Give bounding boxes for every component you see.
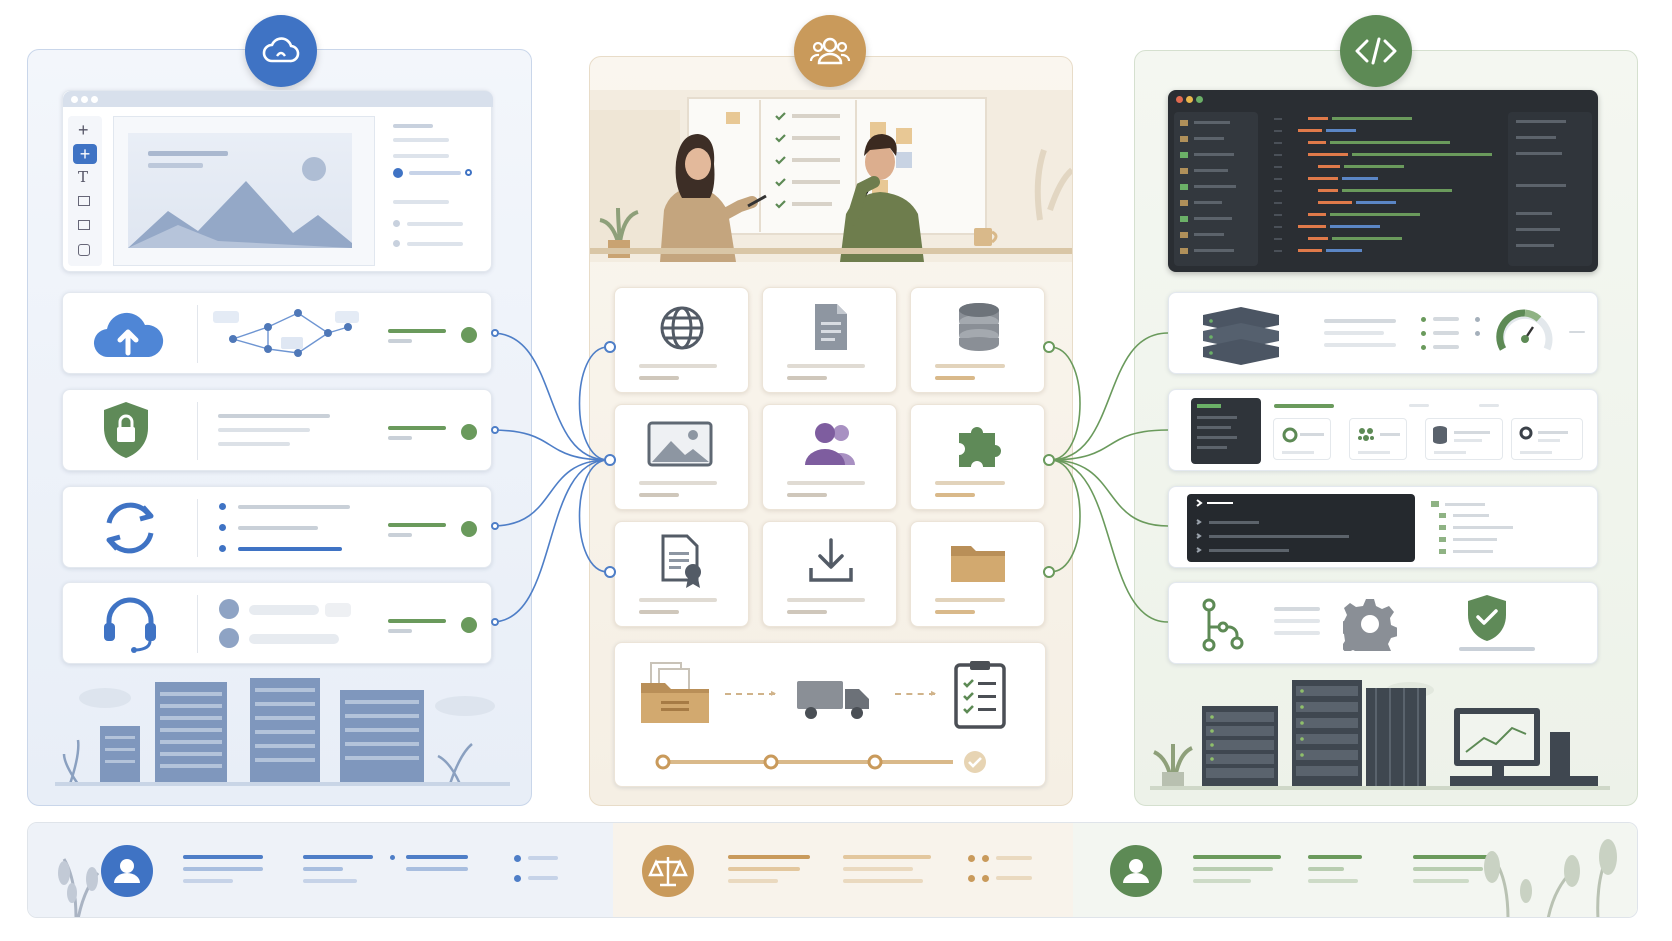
checklist-icon xyxy=(953,659,1007,729)
sync-service-card[interactable] xyxy=(62,486,492,568)
tile-certificates[interactable] xyxy=(614,521,749,627)
download-icon xyxy=(807,536,855,584)
headset-icon xyxy=(99,593,161,655)
tile-extensions[interactable] xyxy=(910,404,1045,510)
clock-tool-icon[interactable] xyxy=(78,244,90,256)
file-tree xyxy=(1174,112,1258,266)
avatar xyxy=(219,599,239,619)
image-tool-icon[interactable] xyxy=(78,196,90,206)
terminal-icon xyxy=(1187,494,1415,562)
delivery-workflow-card: ▸ ▸ xyxy=(614,642,1046,787)
chart-tool-icon[interactable] xyxy=(78,220,90,230)
tile-documents[interactable] xyxy=(762,287,897,393)
team-whiteboard-scene xyxy=(590,90,1072,262)
datacenter-city-illustration xyxy=(55,672,510,792)
network-graph xyxy=(213,303,363,365)
database-icon xyxy=(957,302,1001,352)
code-pane xyxy=(1268,112,1500,266)
security-service-card[interactable] xyxy=(62,389,492,471)
dashboard-panel-icon xyxy=(1191,398,1261,464)
tile-files[interactable] xyxy=(910,521,1045,627)
avatar xyxy=(219,628,239,648)
server-monitoring-card[interactable] xyxy=(1168,292,1598,374)
user-icon[interactable] xyxy=(1110,845,1162,897)
server-stack-icon xyxy=(1199,305,1283,365)
file-list xyxy=(1431,499,1581,559)
properties-panel xyxy=(385,116,485,266)
shield-check-icon xyxy=(1465,593,1509,643)
text-tool-icon[interactable]: T xyxy=(78,168,89,186)
document-icon xyxy=(811,302,851,352)
terminal-card[interactable] xyxy=(1168,486,1598,568)
check-circle-icon xyxy=(461,327,477,343)
tile-media[interactable] xyxy=(614,404,749,510)
shield-lock-icon xyxy=(101,400,151,460)
outline-pane xyxy=(1508,112,1592,266)
tile-web[interactable] xyxy=(614,287,749,393)
certificate-icon xyxy=(659,534,707,588)
canvas-area[interactable] xyxy=(113,116,375,266)
status-dot xyxy=(461,617,477,633)
storage-widget[interactable] xyxy=(1425,418,1503,460)
tool-sidebar: + + T xyxy=(68,116,102,266)
gear-icon xyxy=(1343,597,1397,651)
check-circle-icon xyxy=(461,521,477,537)
user-icon[interactable] xyxy=(101,845,153,897)
dashboard-panel-card[interactable] xyxy=(1168,389,1598,471)
folder-icon xyxy=(949,540,1007,584)
deployment-pipeline-card[interactable] xyxy=(1168,582,1598,664)
server-room-illustration xyxy=(1150,672,1610,790)
folder-docs-icon xyxy=(639,661,711,725)
users-icon xyxy=(794,15,866,87)
tile-downloads[interactable] xyxy=(762,521,897,627)
support-service-card[interactable] xyxy=(62,582,492,664)
puzzle-icon xyxy=(953,419,1005,469)
code-editor-window xyxy=(1168,90,1598,272)
truck-icon xyxy=(795,677,875,721)
footer-bar xyxy=(27,822,1638,918)
cloud-upload-icon xyxy=(91,305,165,363)
people-icon xyxy=(801,421,861,467)
add-shape-icon[interactable]: + xyxy=(73,144,97,164)
cloud-upload-service-card[interactable] xyxy=(62,292,492,374)
gauge-icon xyxy=(1495,305,1555,361)
tile-team[interactable] xyxy=(762,404,897,510)
git-branch-icon xyxy=(1199,597,1251,653)
globe-icon xyxy=(658,304,706,352)
gear-widget[interactable] xyxy=(1511,418,1583,460)
scales-icon[interactable] xyxy=(642,845,694,897)
code-icon xyxy=(1340,15,1412,87)
check-circle-icon xyxy=(461,424,477,440)
design-editor-window: + + T xyxy=(62,90,493,272)
settings-widget[interactable] xyxy=(1273,418,1331,460)
sync-icon xyxy=(101,499,159,557)
progress-track xyxy=(653,750,993,774)
image-icon xyxy=(647,421,713,467)
tile-database[interactable] xyxy=(910,287,1045,393)
cluster-widget[interactable] xyxy=(1349,418,1407,460)
cloud-icon xyxy=(245,15,317,87)
plus-icon[interactable]: + xyxy=(78,120,89,140)
